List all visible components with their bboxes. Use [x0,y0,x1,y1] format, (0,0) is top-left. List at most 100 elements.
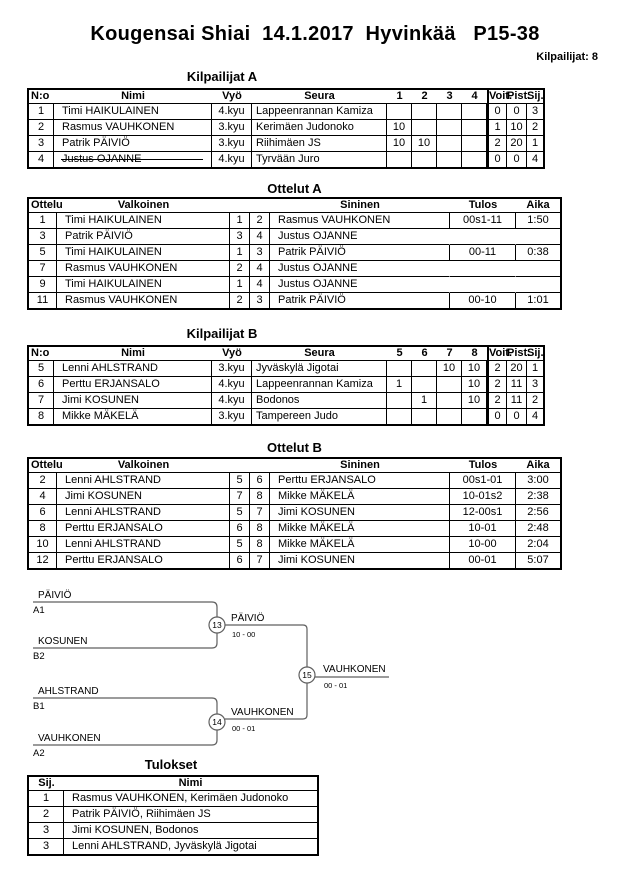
white-no-cell: 6 [230,553,250,568]
name-cell: Perttu ERJANSALO [54,377,212,393]
bracket-line-sf1-winner [225,624,308,667]
round-cell [387,152,412,167]
header-result: Tulos [450,199,516,213]
header-wins: Voit. [487,90,513,104]
round-cell [387,409,412,424]
bracket-line-sf2-winner [225,683,308,720]
time-cell: 2:56 [516,505,560,521]
club-cell: Lappeenrannan Kamiza [252,377,387,393]
round-cell [437,104,462,120]
blue-no-cell: 7 [250,553,270,568]
wins-cell: 0 [487,152,507,167]
section-title-matches-a: Ottelut A [267,181,322,196]
white-no-cell: 7 [230,489,250,505]
belt-cell: 3.kyu [212,136,252,152]
blue-no-cell: 3 [250,245,270,261]
match-row: 1 Timi HAIKULAINEN 1 2 Rasmus VAUHKONEN … [29,213,560,229]
no-cell: 8 [29,409,54,424]
header-round-6: 6 [412,347,437,361]
white-cell: Timi HAIKULAINEN [57,245,230,261]
rank-cell: 1 [29,791,64,807]
points-cell: 11 [507,393,527,409]
finals-bracket: PÄIVIÖ A1 KOSUNEN B2 AHLSTRAND B1 VAUHKO… [33,589,389,759]
blue-no-cell: 6 [250,473,270,489]
name-cell: Justus OJANNE [54,152,212,167]
bracket-line-slot-a1 [33,601,218,617]
bracket-sf2-score: 00 - 01 [232,724,255,733]
results-table: Sij. Nimi 1 Rasmus VAUHKONEN, Kerimäen J… [27,775,319,856]
blue-no-cell: 8 [250,537,270,553]
round-cell [387,104,412,120]
round-cell [412,152,437,167]
section-title-matches-b: Ottelut B [267,440,322,455]
points-cell: 20 [507,136,527,152]
name-cell: Timi HAIKULAINEN [54,104,212,120]
blue-cell: Perttu ERJANSALO [270,473,450,489]
round-cell [437,393,462,409]
points-cell: 20 [507,361,527,377]
matches-a-table: Ottelu Valkoinen Sininen Tulos Aika 1 Ti… [27,197,562,310]
competitor-row: 5 Lenni AHLSTRAND 3.kyu Jyväskylä Jigota… [29,361,543,377]
belt-cell: 4.kyu [212,152,252,167]
round-cell [412,377,437,393]
header-match: Ottelu [29,199,63,213]
result-cell [450,277,516,293]
round-cell [462,152,487,167]
blue-cell: Patrik PÄIVIÖ [270,293,450,308]
round-cell [412,361,437,377]
club-cell: Kerimäen Judonoko [252,120,387,136]
blue-cell: Justus OJANNE [270,261,450,277]
no-cell: 2 [29,120,54,136]
belt-cell: 3.kyu [212,361,252,377]
header-white: Valkoinen [57,199,230,213]
header-name: Nimi [64,777,317,791]
white-no-cell: 5 [230,473,250,489]
competitor-row: 8 Mikke MÄKELÄ 3.kyu Tampereen Judo 0 0 … [29,409,543,424]
header-blue-no [250,459,270,473]
bracket-slot-b2-seed: B2 [33,651,45,662]
club-cell: Tyrvään Juro [252,152,387,167]
points-cell: 0 [507,104,527,120]
header-time: Aika [516,199,560,213]
blue-cell: Mikke MÄKELÄ [270,489,450,505]
match-row: 9 Timi HAIKULAINEN 1 4 Justus OJANNE [29,277,560,293]
match-no-cell: 7 [29,261,57,277]
white-cell: Rasmus VAUHKONEN [57,261,230,277]
time-cell: 5:07 [527,554,549,566]
time-cell: 0:38 [516,245,560,261]
rank-cell: 3 [527,104,543,120]
blue-no-cell: 4 [250,277,270,293]
wins-cell: 2 [487,393,507,409]
header-white: Valkoinen [57,459,230,473]
time-cell: 2:48 [516,521,560,537]
wins-cell: 0 [487,409,507,424]
header-row: Ottelu Valkoinen Sininen Tulos Aika [29,199,560,213]
bracket-line-slot-b1 [33,697,218,714]
participants-count: Kilpailijat: 8 [536,51,598,63]
round-cell: 10 [462,361,487,377]
bracket-sf1-winner-name: PÄIVIÖ [231,612,265,624]
white-cell: Perttu ERJANSALO [57,553,230,568]
match-row: 6 Lenni AHLSTRAND 5 7 Jimi KOSUNEN 12-00… [29,505,560,521]
result-cell [450,229,516,245]
header-points: Pist. [507,347,531,361]
white-no-cell: 3 [230,229,250,245]
time-cell [516,229,560,245]
match-no-cell: 5 [29,245,57,261]
round-cell [412,104,437,120]
header-rank: Sij. [527,347,544,361]
matches-b-table: Ottelu Valkoinen Sininen Tulos Aika 2 Le… [27,457,562,570]
no-cell: 4 [29,152,54,167]
result-row: 1 Rasmus VAUHKONEN, Kerimäen Judonoko [29,791,317,807]
match-no-cell: 1 [29,213,57,229]
club-cell: Jyväskylä Jigotai [252,361,387,377]
competitors-b-table: N:o Nimi Vyö Seura 5 6 7 8 Voit. Pist. S… [27,345,545,426]
header-rank: Sij. [29,777,64,791]
header-blue: Sininen [270,459,450,473]
header-name: Nimi [54,90,212,104]
result-name-cell: Patrik PÄIVIÖ, Riihimäen JS [64,807,317,823]
round-cell: 1 [412,393,437,409]
name-cell: Mikke MÄKELÄ [54,409,212,424]
wins-cell: 2 [487,136,507,152]
